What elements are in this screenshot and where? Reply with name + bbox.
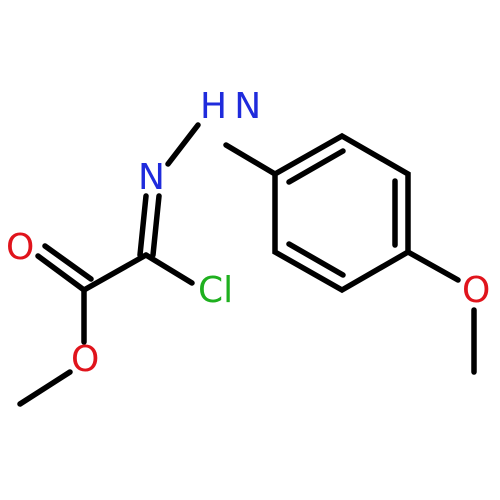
- atom-o-ester: O: [71, 339, 99, 380]
- atom-cl: Cl: [198, 270, 233, 311]
- bond-ring-o: [405, 249, 461, 283]
- bond-c-o-double-a: [35, 253, 87, 293]
- bond-o-methyl: [17, 369, 73, 407]
- bond-c-c: [81, 252, 149, 293]
- atom-o-carbonyl: O: [6, 227, 34, 268]
- bond-c-cl: [143, 252, 195, 286]
- bond-c-o-double-b: [42, 243, 94, 282]
- atom-n: N: [138, 157, 165, 198]
- bond-n-c-double-b: [150, 193, 162, 258]
- bond-nh-n: [165, 122, 201, 167]
- bond-nh-ring: [223, 142, 278, 177]
- atom-o-methoxy: O: [462, 270, 490, 311]
- ring-double-3: [286, 241, 346, 278]
- ring-double-1: [286, 148, 346, 185]
- bonds: [17, 122, 477, 407]
- atom-labels: H N N O Cl O O: [6, 86, 490, 380]
- bond-n-c-double-a: [137, 193, 149, 258]
- atom-nh: H N: [200, 86, 261, 127]
- benzene-ring: [272, 132, 411, 294]
